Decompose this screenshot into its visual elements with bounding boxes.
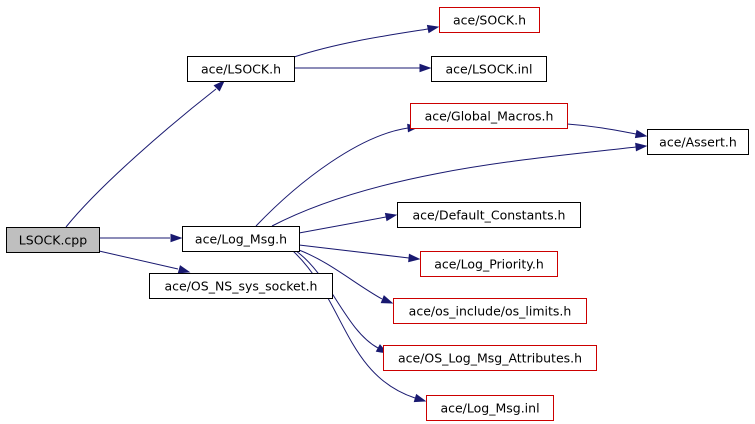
arrowhead [426, 24, 440, 34]
edge-line [255, 127, 409, 227]
node-label: ace/Log_Priority.h [434, 257, 544, 272]
node-os-ns-sys-socket-h[interactable]: ace/OS_NS_sys_socket.h [149, 273, 333, 299]
node-lsock-h[interactable]: ace/LSOCK.h [187, 56, 295, 82]
arrowhead [413, 393, 427, 403]
node-label: ace/LSOCK.inl [446, 62, 533, 77]
node-box [426, 395, 554, 421]
node-label: ace/OS_NS_sys_socket.h [165, 279, 318, 294]
edge-lsock_h-to-sock_h [293, 24, 440, 58]
edge-log_msg_h-to-os_limits_h [298, 249, 394, 304]
node-log-msg-h[interactable]: ace/Log_Msg.h [182, 226, 300, 252]
node-os-limits-h[interactable]: ace/os_include/os_limits.h [393, 298, 587, 324]
edge-line [298, 249, 383, 300]
node-box [6, 227, 100, 253]
node-label: ace/os_include/os_limits.h [409, 304, 572, 319]
arrowhead [384, 212, 398, 222]
edge-log_msg_h-to-assert_h [271, 142, 648, 227]
node-label: ace/LSOCK.h [201, 62, 281, 77]
node-box [383, 345, 597, 371]
node-box [420, 251, 558, 277]
node-assert-h[interactable]: ace/Assert.h [647, 129, 749, 155]
edge-global_macros_h-to-assert_h [566, 123, 648, 139]
node-sock-h[interactable]: ace/SOCK.h [439, 7, 540, 33]
node-box [647, 129, 749, 155]
arrowhead [408, 253, 421, 263]
edge-lsock_cpp-to-log_msg_h [99, 233, 183, 243]
edge-line [292, 250, 416, 399]
node-lsock-inl[interactable]: ace/LSOCK.inl [431, 56, 547, 82]
node-global-macros-h[interactable]: ace/Global_Macros.h [410, 103, 568, 129]
node-lsock-cpp[interactable]: LSOCK.cpp [6, 227, 100, 253]
edge-line [271, 146, 637, 227]
node-log-msg-inl[interactable]: ace/Log_Msg.inl [426, 395, 554, 421]
node-box [149, 273, 333, 299]
edge-line [65, 88, 217, 228]
node-box [431, 56, 547, 82]
edge-log_msg_h-to-global_macros_h [255, 123, 420, 227]
edge-line [295, 250, 379, 349]
node-label: LSOCK.cpp [19, 233, 87, 248]
edge-line [298, 216, 387, 234]
edge-log_msg_h-to-default_constants_h [298, 212, 398, 234]
node-label: ace/OS_Log_Msg_Attributes.h [398, 351, 582, 366]
edges-layer [65, 24, 648, 403]
node-label: ace/SOCK.h [453, 13, 526, 28]
edge-log_msg_h-to-os_log_msg_attributes_h [295, 250, 389, 354]
node-default-constants-h[interactable]: ace/Default_Constants.h [397, 202, 581, 228]
arrowhead [634, 129, 648, 139]
arrowhead [213, 79, 226, 92]
arrowhead [635, 142, 648, 152]
edge-line [298, 244, 410, 259]
edge-lsock_h-to-lsock_inl [294, 63, 432, 73]
node-box [397, 202, 581, 228]
node-label: ace/Assert.h [659, 135, 737, 150]
node-label: ace/Log_Msg.h [195, 232, 287, 247]
nodes-layer: LSOCK.cpp ace/LSOCK.h ace/SOCK.h ace/LSOCK.… [6, 7, 749, 421]
edge-line [293, 28, 429, 58]
node-os-log-msg-attributes-h[interactable]: ace/OS_Log_Msg_Attributes.h [383, 345, 597, 371]
edge-lsock_cpp-to-lsock_h [65, 79, 226, 228]
edge-log_msg_h-to-log_msg_inl [292, 250, 427, 403]
node-label: ace/Log_Msg.inl [440, 401, 539, 416]
node-box [410, 103, 568, 129]
edge-line [98, 250, 179, 270]
node-label: ace/Global_Macros.h [425, 109, 554, 124]
node-label: ace/Default_Constants.h [413, 208, 566, 223]
node-box [187, 56, 295, 82]
arrowhead [177, 265, 191, 274]
edge-line [566, 123, 637, 135]
node-log-priority-h[interactable]: ace/Log_Priority.h [420, 251, 558, 277]
arrowhead [380, 295, 394, 304]
node-box [439, 7, 540, 33]
edge-log_msg_h-to-log_priority_h [298, 244, 421, 263]
edge-lsock_cpp-to-os_ns_sys_socket_h [98, 250, 191, 274]
arrowhead [419, 63, 432, 73]
node-box [182, 226, 300, 252]
node-box [393, 298, 587, 324]
arrowhead [170, 233, 183, 243]
